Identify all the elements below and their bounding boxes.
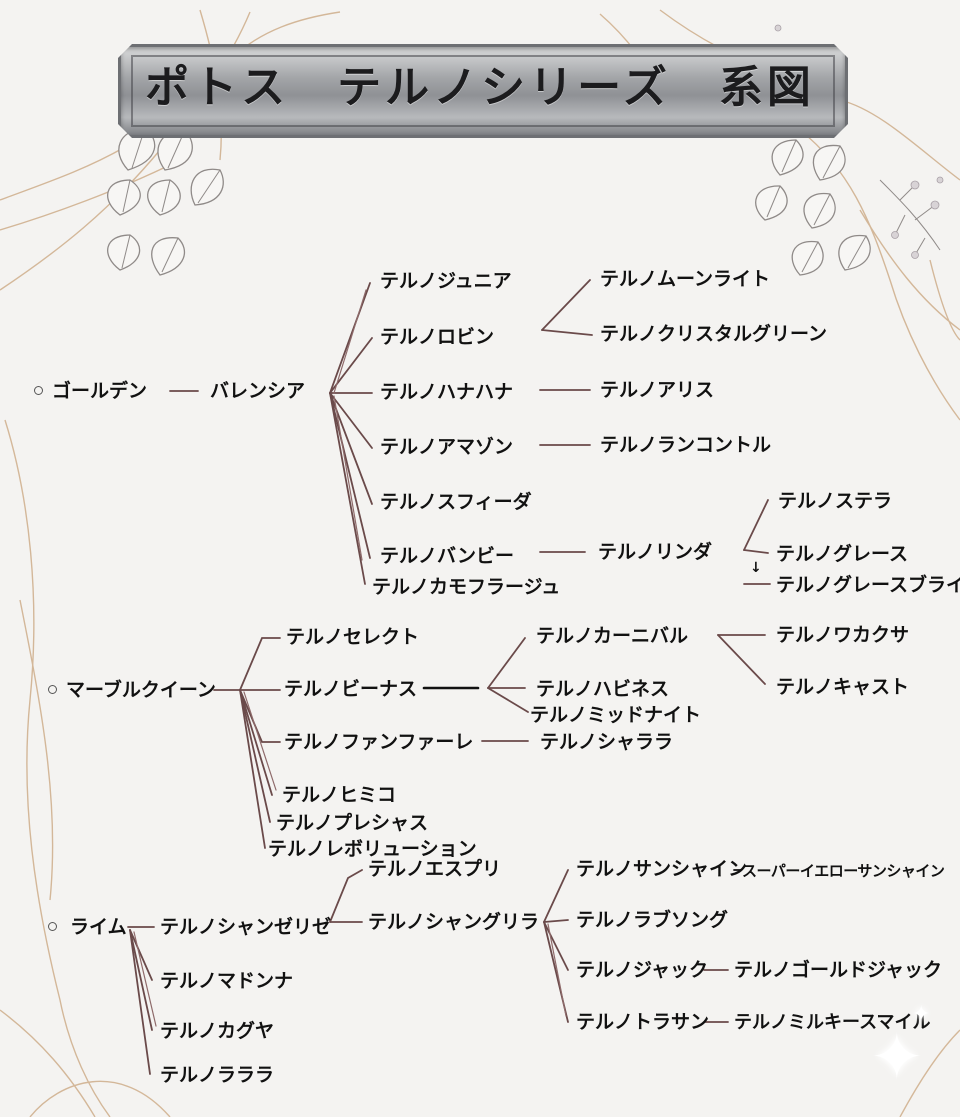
node-golden: ゴールデン — [52, 380, 148, 402]
node-crystalgreen: テルノクリスタルグリーン — [600, 323, 828, 345]
node-robin: テルノロビン — [380, 326, 495, 348]
link-shangrila-jack — [543, 921, 569, 971]
node-himiko: テルノヒミコ — [282, 784, 397, 806]
node-lovesong: テルノラブソング — [576, 909, 729, 931]
node-cast: テルノキャスト — [776, 676, 910, 698]
root-marker-lime — [48, 922, 57, 931]
node-hibiscus: テルノハビネス — [536, 678, 670, 700]
node-supersunshine: スーパーイエローサンシャイン — [742, 862, 945, 880]
node-shangrila: テルノシャングリラ — [368, 911, 540, 933]
node-precious: テルノプレシャス — [276, 812, 429, 834]
sparkle-icon: ✦ — [870, 1021, 924, 1095]
root-marker-golden — [34, 386, 43, 395]
title-banner — [118, 44, 848, 138]
node-stella: テルノステラ — [778, 490, 893, 512]
sparkle-small-icon: ✦ — [912, 1002, 931, 1027]
node-torasan: テルノトラサン — [576, 1011, 710, 1033]
node-junior: テルノジュニア — [380, 270, 512, 292]
node-goldjack: テルノゴールドジャック — [734, 959, 943, 981]
node-select: テルノセレクト — [286, 626, 420, 648]
link-linda-stella — [743, 499, 769, 551]
node-sunshine: テルノサンシャイン — [576, 858, 748, 880]
node-wakakusa: テルノワカクサ — [776, 624, 910, 646]
node-sharara: テルノシャララ — [540, 731, 674, 753]
link-marblequeen-select — [239, 637, 281, 691]
link-marblequeen-precious — [239, 689, 271, 823]
node-jack: テルノジャック — [576, 959, 709, 981]
link-lime-lalala — [129, 929, 151, 1075]
link-shangrila-sunshine — [543, 869, 569, 923]
node-valencia: バレンシア — [210, 380, 306, 402]
link-venus-midnight — [487, 687, 529, 713]
arrow-down-icon: ↓ — [750, 560, 762, 576]
link-shangrila-lovesong — [543, 919, 569, 923]
node-alice: テルノアリス — [600, 379, 715, 401]
link-robin-moonlight — [541, 279, 591, 331]
node-venus: テルノビーナス — [284, 678, 418, 700]
link-lime-kaguya — [129, 929, 153, 1031]
link-marblequeen-fanfare — [239, 689, 281, 743]
node-camouflage: テルノカモフラージュ — [372, 576, 561, 598]
node-grace: テルノグレース — [776, 543, 909, 565]
node-gracebright: テルノグレースブライト — [776, 574, 960, 596]
node-lime: ライム — [70, 916, 127, 938]
diagram-title: ポトス テルノシリーズ 系図 — [145, 62, 815, 113]
link-champselysee-esprit — [329, 869, 363, 923]
node-lancontol: テルノランコントル — [600, 434, 772, 456]
node-marblequeen: マーブルクイーン — [66, 679, 216, 701]
node-carnival: テルノカーニバル — [536, 625, 689, 647]
link-venus-carnival — [487, 637, 526, 689]
link-lime-madonna — [129, 929, 153, 981]
link-valencia-bambi — [329, 392, 371, 559]
node-milkysmile: テルノミルキースマイル — [734, 1012, 931, 1033]
link-valencia-amazon — [329, 392, 373, 449]
node-sfida: テルノスフィーダ — [380, 491, 532, 513]
node-midnight: テルノミッドナイト — [530, 704, 702, 726]
link-marblequeen-himiko — [239, 689, 273, 796]
node-esprit: テルノエスプリ — [368, 858, 502, 880]
link-marblequeen-revolution — [239, 689, 266, 849]
node-hanahana: テルノハナハナ — [380, 381, 514, 403]
link-carnival-cast — [717, 634, 766, 685]
node-moonlight: テルノムーンライト — [600, 268, 771, 290]
node-madonna: テルノマドンナ — [160, 970, 294, 992]
link-valencia-junior — [329, 282, 371, 394]
node-champselysee: テルノシャンゼリゼ — [160, 916, 332, 938]
link-linda-grace — [743, 549, 769, 554]
node-revolution: テルノレボリューション — [268, 838, 477, 860]
node-linda: テルノリンダ — [598, 541, 713, 563]
link-valencia-camouflage — [329, 392, 366, 585]
node-amazon: テルノアマゾン — [380, 436, 514, 458]
node-bambi: テルノバンビー — [380, 545, 514, 567]
node-kaguya: テルノカグヤ — [160, 1020, 275, 1042]
node-lalala: テルノラララ — [160, 1064, 275, 1086]
root-marker-marblequeen — [48, 685, 57, 694]
link-robin-crystalgreen — [541, 329, 593, 336]
node-fanfare: テルノファンファーレ — [284, 731, 474, 753]
